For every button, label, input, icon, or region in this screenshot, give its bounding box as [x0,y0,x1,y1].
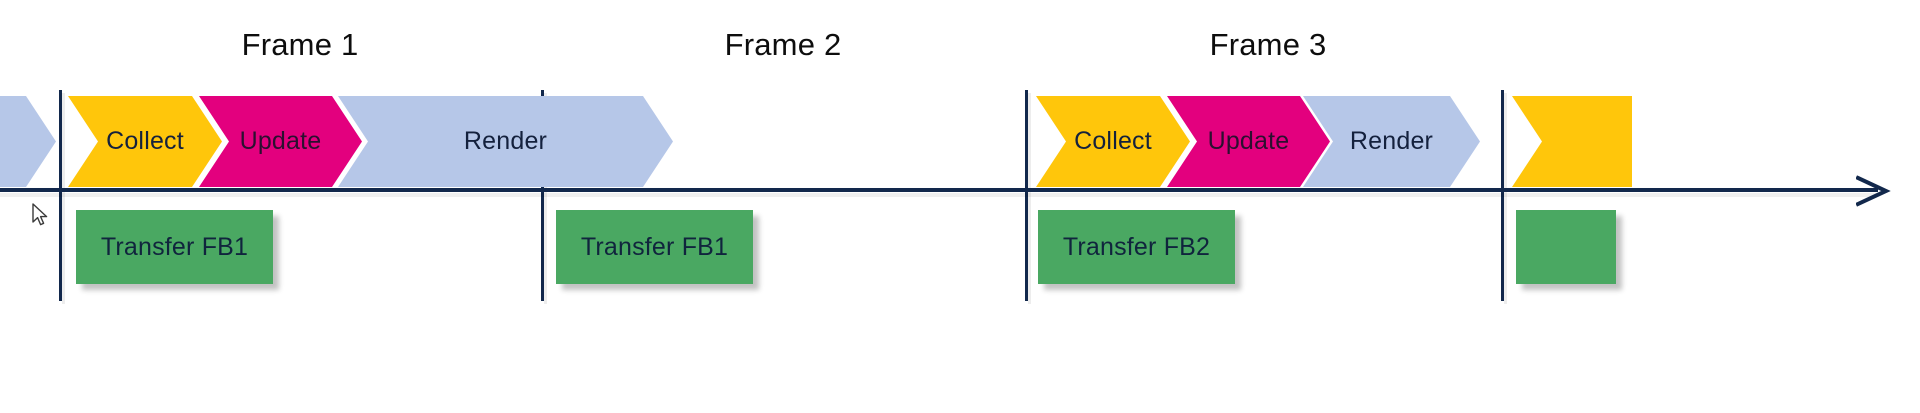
pipeline-block-collect-frame3: Collect [1036,96,1190,187]
pipeline-block-update-frame1: Update [199,96,362,187]
transfer-block-1: Transfer FB1 [76,210,273,284]
pipeline-block-render-frame1: Render [338,96,673,187]
frame-divider-2 [541,90,547,304]
pipeline-block-label: Collect [1074,127,1152,155]
transfer-block-label: Transfer FB2 [1062,232,1211,261]
mouse-pointer-icon [32,203,52,229]
time-axis [0,188,1878,192]
frame-divider-3 [1025,90,1031,304]
transfer-block-4-partial [1516,210,1616,284]
pipeline-block-render-partial-left [0,96,56,187]
frame-divider-4 [1501,90,1507,304]
transfer-block-3: Transfer FB2 [1038,210,1235,284]
pipeline-block-label: Render [463,127,548,155]
transfer-block-label: Transfer FB1 [580,232,729,261]
frame-label-3: Frame 3 [1209,27,1327,62]
pipeline-block-label: Render [1349,127,1434,155]
transfer-block-2: Transfer FB1 [556,210,753,284]
pipeline-block-update-frame3: Update [1167,96,1330,187]
frame-label-2: Frame 2 [724,27,842,62]
time-axis-shadow [0,193,1878,197]
pipeline-block-label: Collect [106,127,184,155]
pipeline-block-label: Update [239,127,322,155]
pipeline-block-collect-partial-right [1512,96,1632,187]
pipeline-block-collect-frame1: Collect [68,96,222,187]
transfer-block-label: Transfer FB1 [100,232,249,261]
frame-label-1: Frame 1 [241,27,359,62]
pipeline-block-label: Update [1207,127,1290,155]
frame-divider-1 [59,90,65,304]
